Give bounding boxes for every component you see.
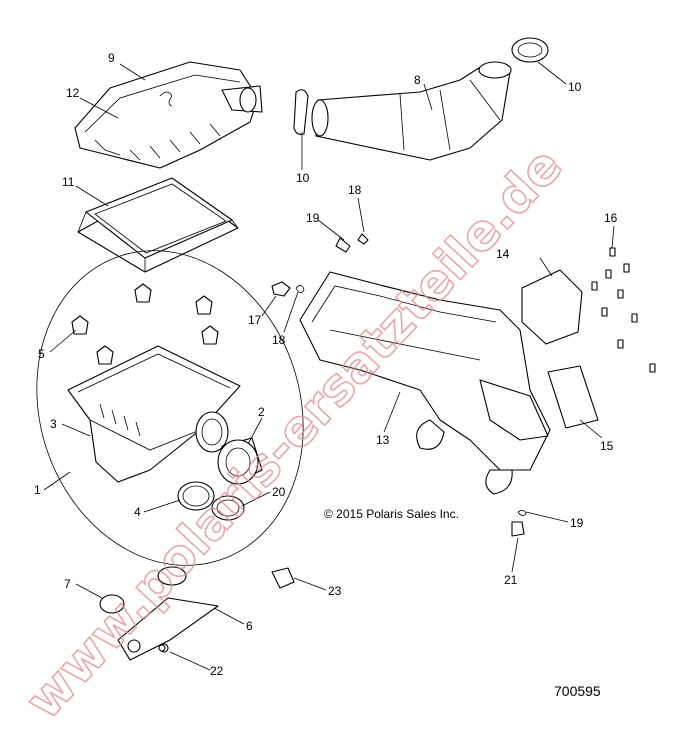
coupler-part (217, 437, 263, 485)
callout-3: 3 (50, 417, 57, 431)
callout-14: 13 (376, 433, 390, 447)
callout-23: 23 (328, 584, 342, 598)
document-number: 700595 (554, 683, 601, 699)
callout-12: 11 (62, 175, 75, 189)
callout-5: 5 (38, 347, 45, 361)
callout-22: 22 (210, 664, 224, 678)
callout-11: 20 (272, 485, 286, 499)
intake-housing-part (299, 271, 551, 495)
callout-13: 12 (66, 86, 80, 100)
callout-10-right: 10 (568, 80, 582, 94)
foam-pads-part (521, 269, 599, 429)
callout-8: 8 (414, 73, 421, 87)
callout-21: 19 (306, 211, 320, 225)
assembly-group-outline (36, 250, 304, 566)
intake-duct-part (293, 37, 549, 161)
callout-10-left: 10 (296, 171, 310, 185)
callout-15: 14 (496, 247, 510, 261)
copyright-text: © 2015 Polaris Sales Inc. (324, 507, 459, 521)
clips-part (71, 283, 219, 365)
callout-17: 16 (604, 211, 618, 225)
callout-20: 18 (348, 183, 362, 197)
callout-2: 2 (258, 405, 265, 419)
callout-18-left: 17 (248, 313, 262, 327)
callout-19-right: 19 (570, 516, 584, 530)
callout-16: 15 (600, 439, 614, 453)
air-filter-part (77, 177, 239, 273)
callout-18-right: 21 (504, 573, 518, 587)
leader-lines (43, 61, 615, 671)
callout-6: 6 (246, 619, 253, 633)
screws-part (591, 247, 656, 373)
callout-19-left: 18 (272, 333, 286, 347)
callout-1: 1 (34, 483, 41, 497)
clamps-part (177, 481, 245, 521)
callout-labels: 9 12 11 8 10 10 18 19 14 16 17 18 5 3 2 … (34, 51, 618, 678)
callout-4: 4 (134, 505, 141, 519)
airbox-cover-part (74, 61, 263, 169)
airbox-base-part (67, 345, 241, 483)
small-fittings-part (158, 233, 527, 652)
callout-9: 9 (108, 51, 115, 65)
callout-7: 7 (64, 577, 71, 591)
